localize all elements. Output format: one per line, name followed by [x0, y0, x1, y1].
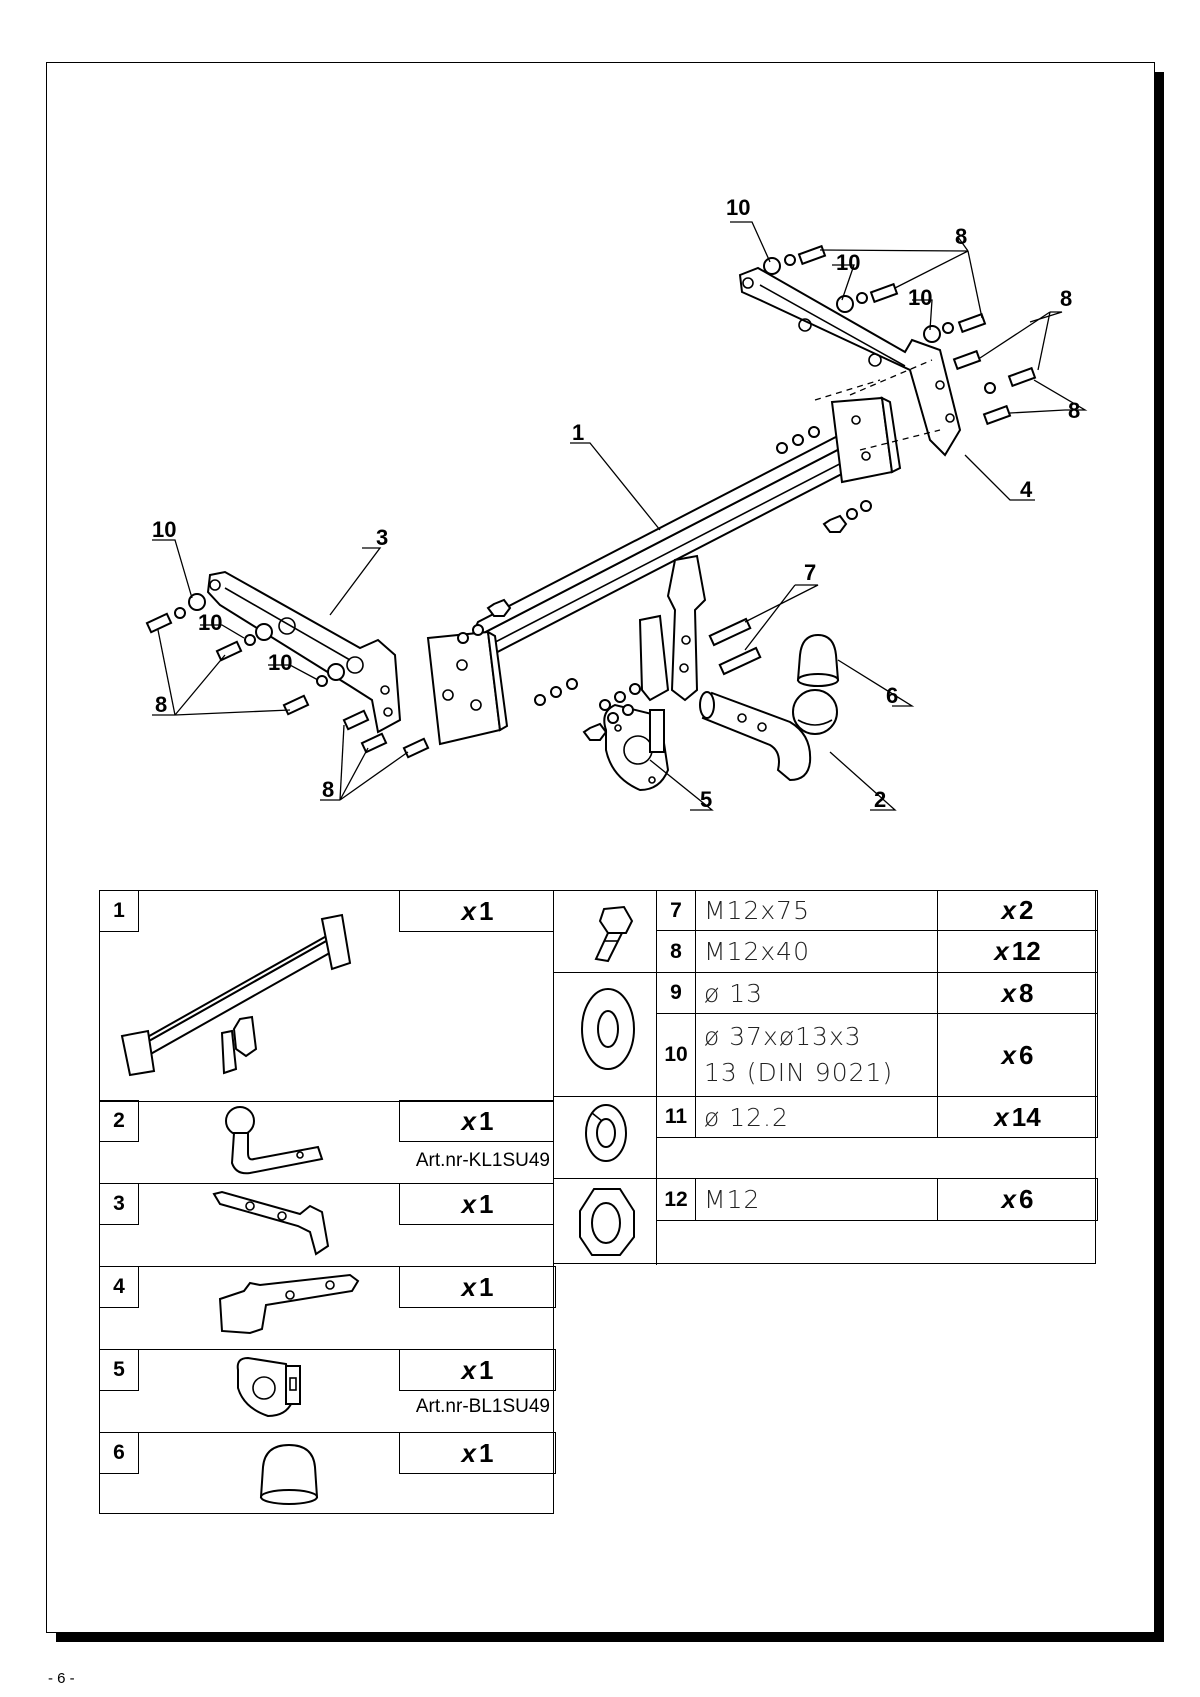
part-no-5: 5: [99, 1349, 139, 1391]
part-no-9: 9: [656, 972, 696, 1014]
callout-7: 7: [804, 560, 816, 585]
callout-labels: 1 2 3 4 5 6 7 8 8 8 8 8 10 10 10 10 10 1…: [152, 195, 1080, 812]
part-no-7: 7: [656, 890, 696, 931]
part-no-6: 6: [99, 1432, 139, 1474]
callout-4: 4: [1020, 477, 1033, 502]
part-no-1: 1: [99, 890, 139, 932]
part-no-10: 10: [656, 1013, 696, 1097]
spec-11: ø 12.2: [695, 1096, 938, 1138]
socket-plate-part: [603, 703, 670, 792]
callout-8-right-low: 8: [1068, 398, 1080, 423]
callout-8-right-top: 8: [955, 224, 967, 249]
callout-10-left-a: 10: [152, 517, 176, 542]
callout-10-right-a: 10: [726, 195, 750, 220]
part-no-11: 11: [656, 1096, 696, 1138]
right-bracket-thumbnail: [218, 1273, 360, 1335]
spec-8: M12x40: [695, 930, 938, 973]
hardware-right: [763, 244, 1037, 533]
bolt-icon: [594, 905, 634, 963]
spec-9: ø 13: [695, 972, 938, 1014]
towball-thumbnail: [225, 1106, 324, 1175]
ball-cap-part: [796, 633, 840, 687]
callout-5: 5: [700, 787, 712, 812]
left-bracket-thumbnail: [212, 1190, 330, 1256]
sheet-shadow-bottom: [56, 1633, 1164, 1642]
spec-10: ø 37xø13x3 13 (DIN 9021): [695, 1013, 938, 1097]
callout-10-right-b: 10: [836, 250, 860, 275]
hardware-center: [582, 617, 762, 741]
article-number-2: Art.nr-KL1SU49: [415, 1150, 550, 1171]
callout-6: 6: [886, 683, 898, 708]
spec-10-line1: ø 37xø13x3: [704, 1022, 862, 1051]
hex-nut-icon: [579, 1188, 635, 1256]
towball-part: [699, 689, 838, 782]
flat-washer-icon: [581, 988, 635, 1070]
part-no-8: 8: [656, 930, 696, 973]
part-no-4: 4: [99, 1266, 139, 1308]
callout-8-left-lower: 8: [322, 777, 334, 802]
callout-8-right-mid: 8: [1060, 286, 1072, 311]
callout-10-left-c: 10: [268, 650, 292, 675]
callout-10-right-c: 10: [908, 285, 932, 310]
callout-3: 3: [376, 525, 388, 550]
crossbar-part: [426, 396, 902, 746]
spring-washer-icon: [585, 1104, 627, 1162]
callout-1: 1: [572, 420, 584, 445]
spec-7: M12x75: [695, 890, 938, 931]
hardware-left-lower: [342, 598, 578, 759]
socket-plate-thumbnail: [236, 1356, 301, 1418]
callout-10-left-b: 10: [198, 610, 222, 635]
sheet-shadow-right: [1155, 72, 1164, 1640]
part-no-3: 3: [99, 1183, 139, 1225]
left-bracket-part: [206, 570, 402, 734]
spec-12: M12: [695, 1178, 938, 1221]
page-number: - 6 -: [48, 1670, 75, 1687]
leader-lines: [152, 221, 1088, 811]
right-bracket-part: [738, 266, 962, 457]
callout-8-left-upper: 8: [155, 692, 167, 717]
ball-cap-thumbnail: [259, 1443, 319, 1505]
spec-10-line2: 13 (DIN 9021): [704, 1058, 894, 1087]
part-no-2: 2: [99, 1100, 139, 1142]
part-no-12: 12: [656, 1178, 696, 1221]
callout-2: 2: [874, 787, 886, 812]
article-number-5: Art.nr-BL1SU49: [415, 1396, 550, 1417]
crossbar-thumbnail: [120, 913, 352, 1077]
